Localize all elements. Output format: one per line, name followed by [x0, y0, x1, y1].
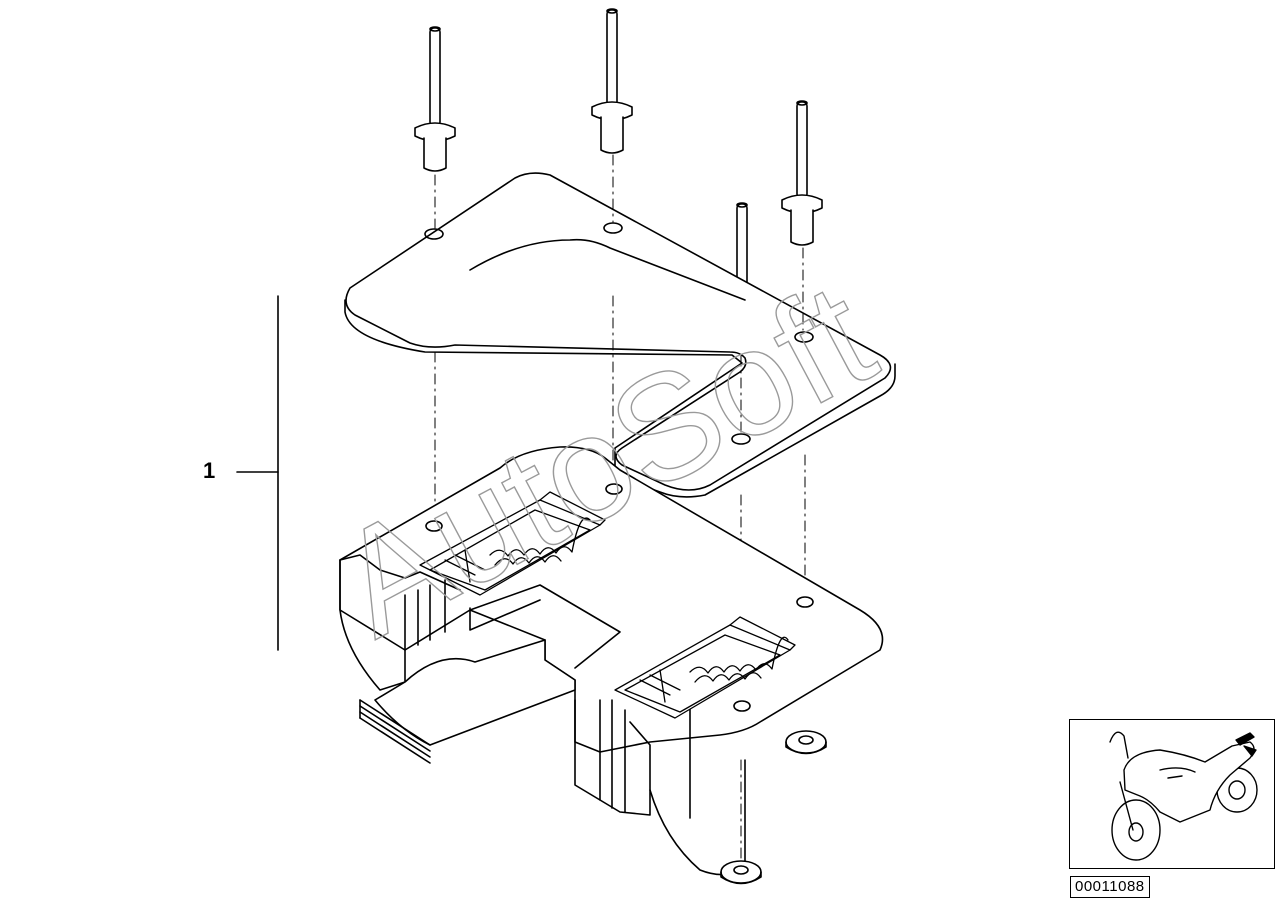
- motorcycle-thumbnail-icon: [1109, 731, 1258, 861]
- top-plate: [344, 172, 896, 498]
- diagram-part-number: 00011088: [1070, 876, 1150, 898]
- callout-label-1: 1: [203, 458, 216, 483]
- callout-bracket: [236, 295, 279, 651]
- spring-mechanism-left: [419, 491, 606, 596]
- washer-1: [785, 730, 827, 755]
- rivet-2: [591, 8, 633, 154]
- rivet-3: [781, 100, 823, 246]
- washer-2: [720, 860, 762, 885]
- spring-mechanism-right: [614, 616, 796, 719]
- rivet-1: [414, 26, 456, 172]
